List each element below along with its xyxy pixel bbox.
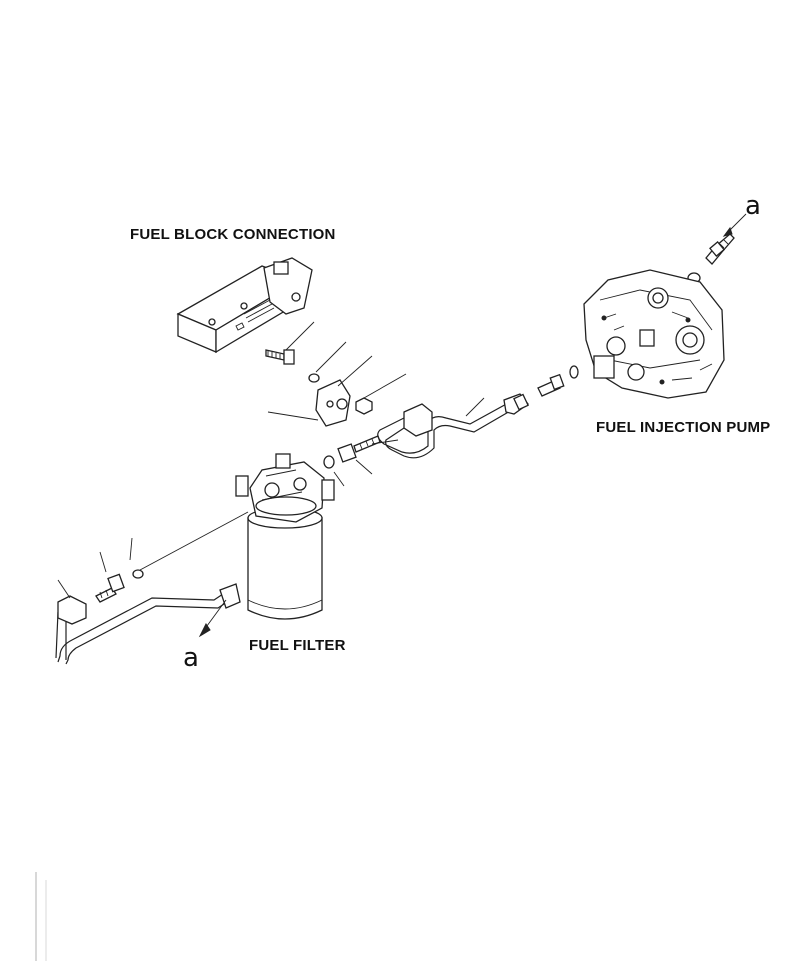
o-ring-pump-inlet bbox=[569, 365, 579, 379]
scan-artifact bbox=[35, 872, 47, 961]
reference-a-bottom: a bbox=[183, 643, 199, 673]
pump-top-fitting bbox=[705, 233, 735, 265]
reference-a-top: a bbox=[745, 191, 761, 221]
pump-inlet-fitting bbox=[537, 373, 565, 397]
fuel-block bbox=[176, 257, 313, 354]
filter-outlet-fitting bbox=[337, 435, 381, 463]
fuel-injection-pump bbox=[583, 269, 725, 399]
washer bbox=[308, 373, 320, 383]
filter-head bbox=[235, 453, 335, 523]
inlet-fitting bbox=[95, 573, 125, 603]
o-ring-filter-outlet bbox=[323, 455, 335, 469]
fuel-filter-body bbox=[247, 507, 323, 620]
arrow-head-top bbox=[722, 226, 733, 237]
arrow-head-bottom bbox=[198, 623, 211, 638]
bracket-plate bbox=[315, 379, 351, 427]
hex-nut bbox=[355, 397, 373, 415]
outlet-fuel-pipe bbox=[377, 393, 529, 459]
o-ring-inlet bbox=[132, 569, 144, 579]
fuel-filter-label: FUEL FILTER bbox=[249, 637, 346, 654]
connector-bolt bbox=[265, 349, 295, 365]
fuel-injection-pump-label: FUEL INJECTION PUMP bbox=[596, 419, 770, 436]
leader-lines bbox=[57, 213, 747, 638]
inlet-fuel-pipe bbox=[55, 583, 241, 665]
fuel-block-connection-label: FUEL BLOCK CONNECTION bbox=[130, 226, 336, 243]
